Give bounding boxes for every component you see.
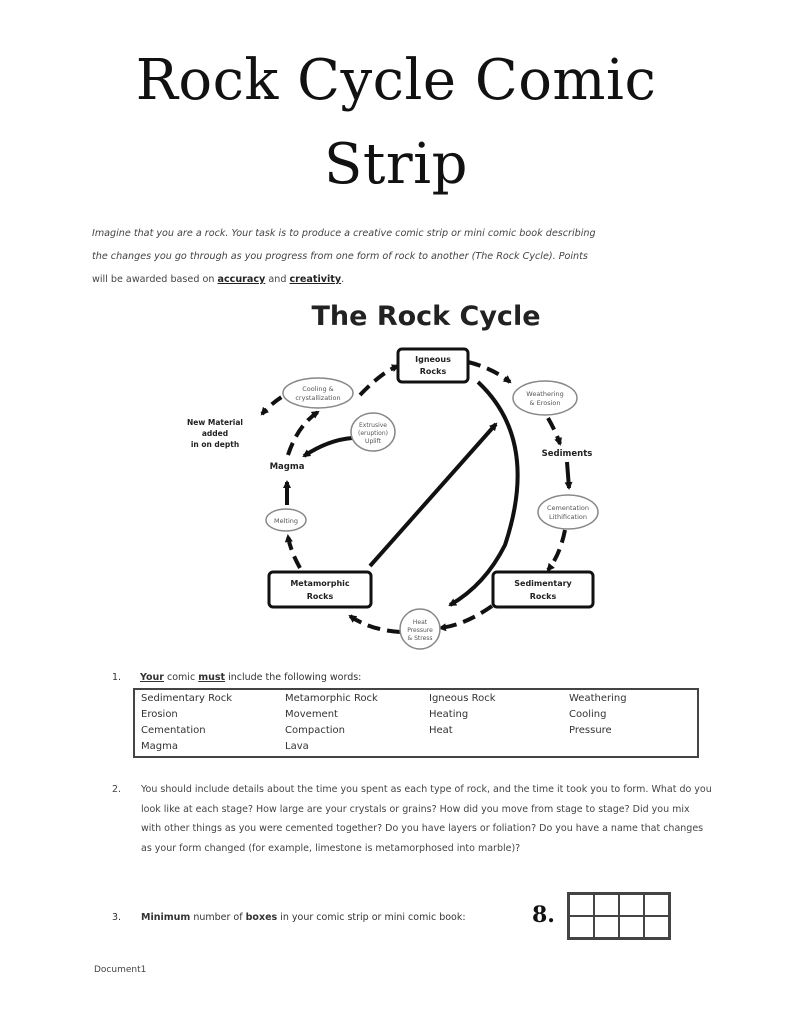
arrow-metamorphic-to-melting <box>284 534 302 569</box>
cooling-label-2: crystallization <box>295 394 340 402</box>
instruction-2-number: 2. <box>112 784 122 795</box>
creativity-keyword: creativity <box>289 274 342 285</box>
arrow-metamorphic-to-igneous <box>368 422 498 568</box>
boxes-keyword: boxes <box>245 912 278 923</box>
arrow-cooling-to-igneous <box>358 364 400 397</box>
diagram-title: The Rock Cycle <box>311 301 540 332</box>
new-material-label-2: added <box>202 429 228 438</box>
intro-paragraph: Imagine that you are a rock. Your task i… <box>92 222 722 291</box>
weathering-label-1: Weathering <box>526 390 563 398</box>
comic-box <box>619 894 644 916</box>
sediments-label: Sediments <box>542 449 593 459</box>
word-erosion: Erosion <box>141 709 178 720</box>
intro-and: and <box>268 274 287 285</box>
melting-label: Melting <box>274 517 298 525</box>
your-keyword: Your <box>140 672 164 683</box>
instruction-1-rest: include the following words: <box>228 672 362 683</box>
weathering-label-2: & Erosion <box>529 399 560 407</box>
rock-cycle-diagram: The Rock Cycle Igneous Rocks Sedimentary… <box>187 301 599 650</box>
word-weathering: Weathering <box>569 693 627 704</box>
document-footer: Document1 <box>94 965 147 975</box>
instruction-3-rest: in your comic strip or mini comic book: <box>280 912 466 923</box>
word-cementation: Cementation <box>141 725 206 736</box>
must-keyword: must <box>198 672 226 683</box>
sedimentary-rocks-box: Sedimentary Rocks <box>491 570 595 609</box>
minimum-keyword: Minimum <box>141 912 191 923</box>
heat-label-2: Pressure <box>407 627 433 634</box>
metamorphic-rocks-box: Metamorphic Rocks <box>267 570 373 609</box>
intro-period: . <box>341 274 345 285</box>
arrow-weathering-to-sediments <box>546 417 562 446</box>
heat-pressure-oval: Heat Pressure & Stress <box>399 608 441 650</box>
arrow-sedimentary-to-heat <box>438 604 494 632</box>
cementation-label-2: Lithification <box>549 513 587 521</box>
comic-box-grid-example <box>567 892 671 940</box>
intro-line-3-prefix: will be awarded based on <box>92 274 215 285</box>
comic-box <box>569 894 594 916</box>
comic-box <box>594 894 619 916</box>
sedimentary-label-1: Sedimentary <box>514 579 572 588</box>
word-movement: Movement <box>285 709 338 720</box>
extrusive-label-3: Uplift <box>365 438 382 445</box>
instruction-3: 3. Minimum number of boxes in your comic … <box>112 912 466 923</box>
instruction-2: 2. You should include details about the … <box>112 780 712 858</box>
word-cooling: Cooling <box>569 709 607 720</box>
instruction-1: 1. Your comic must include the following … <box>112 672 361 683</box>
comic-word: comic <box>167 672 196 683</box>
arrow-extrusive-to-magma <box>302 436 353 458</box>
metamorphic-label-2: Rocks <box>307 592 334 601</box>
igneous-rocks-box: Igneous Rocks <box>396 347 470 384</box>
new-material-label-1: New Material <box>187 418 243 427</box>
sedimentary-label-2: Rocks <box>530 592 557 601</box>
extrusive-label-1: Extrusive <box>359 422 387 429</box>
heat-label-3: & Stress <box>407 635 432 642</box>
word-compaction: Compaction <box>285 725 345 736</box>
comic-box <box>644 894 669 916</box>
arrow-igneous-to-weathering <box>467 360 512 384</box>
intro-line-2: the changes you go through as you progre… <box>92 251 588 262</box>
comic-box <box>619 916 644 938</box>
cooling-label-1: Cooling & <box>302 385 333 393</box>
comic-box <box>569 916 594 938</box>
weathering-oval: Weathering & Erosion <box>512 380 578 416</box>
cementation-oval: Cementation Lithification <box>537 494 599 530</box>
melting-oval: Melting <box>265 508 307 532</box>
intro-line-1: Imagine that you are a rock. Your task i… <box>92 228 596 239</box>
extrusive-label-2: (eruption) <box>358 430 388 437</box>
accuracy-keyword: accuracy <box>217 274 266 285</box>
cementation-label-1: Cementation <box>547 504 589 512</box>
comic-box <box>594 916 619 938</box>
word-lava: Lava <box>285 741 309 752</box>
number-of-text: number of <box>193 912 243 923</box>
extrusive-oval: Extrusive (eruption) Uplift <box>350 412 396 452</box>
word-pressure: Pressure <box>569 725 612 736</box>
arrow-heat-to-metamorphic <box>348 614 401 634</box>
metamorphic-label-1: Metamorphic <box>290 579 350 588</box>
word-heating: Heating <box>429 709 469 720</box>
instruction-1-number: 1. <box>112 672 122 683</box>
vocabulary-word-box: Sedimentary Rock Metamorphic Rock Igneou… <box>133 688 699 758</box>
instruction-2-text: You should include details about the tim… <box>141 784 712 854</box>
page-title-line-2: Strip <box>324 132 468 197</box>
magma-label: Magma <box>270 462 305 472</box>
page-title-line-1: Rock Cycle Comic <box>135 48 657 113</box>
word-igneous-rock: Igneous Rock <box>429 693 496 704</box>
instruction-3-number: 3. <box>112 912 122 923</box>
igneous-label-2: Rocks <box>420 367 447 376</box>
arrow-cementation-to-sedimentary <box>546 529 567 572</box>
word-metamorphic-rock: Metamorphic Rock <box>285 693 378 704</box>
igneous-label-1: Igneous <box>415 355 451 364</box>
arrow-magma-to-cooling <box>286 410 320 456</box>
word-heat: Heat <box>429 725 453 736</box>
minimum-box-count: 8. <box>532 902 555 928</box>
heat-label-1: Heat <box>413 619 428 626</box>
word-sedimentary-rock: Sedimentary Rock <box>141 693 233 704</box>
cooling-oval: Cooling & crystallization <box>282 377 354 409</box>
arrow-igneous-to-heat <box>448 380 520 607</box>
new-material-label-3: in on depth <box>191 440 239 449</box>
word-magma: Magma <box>141 741 178 752</box>
comic-box <box>644 916 669 938</box>
arrow-sediments-to-cementation <box>564 461 573 490</box>
